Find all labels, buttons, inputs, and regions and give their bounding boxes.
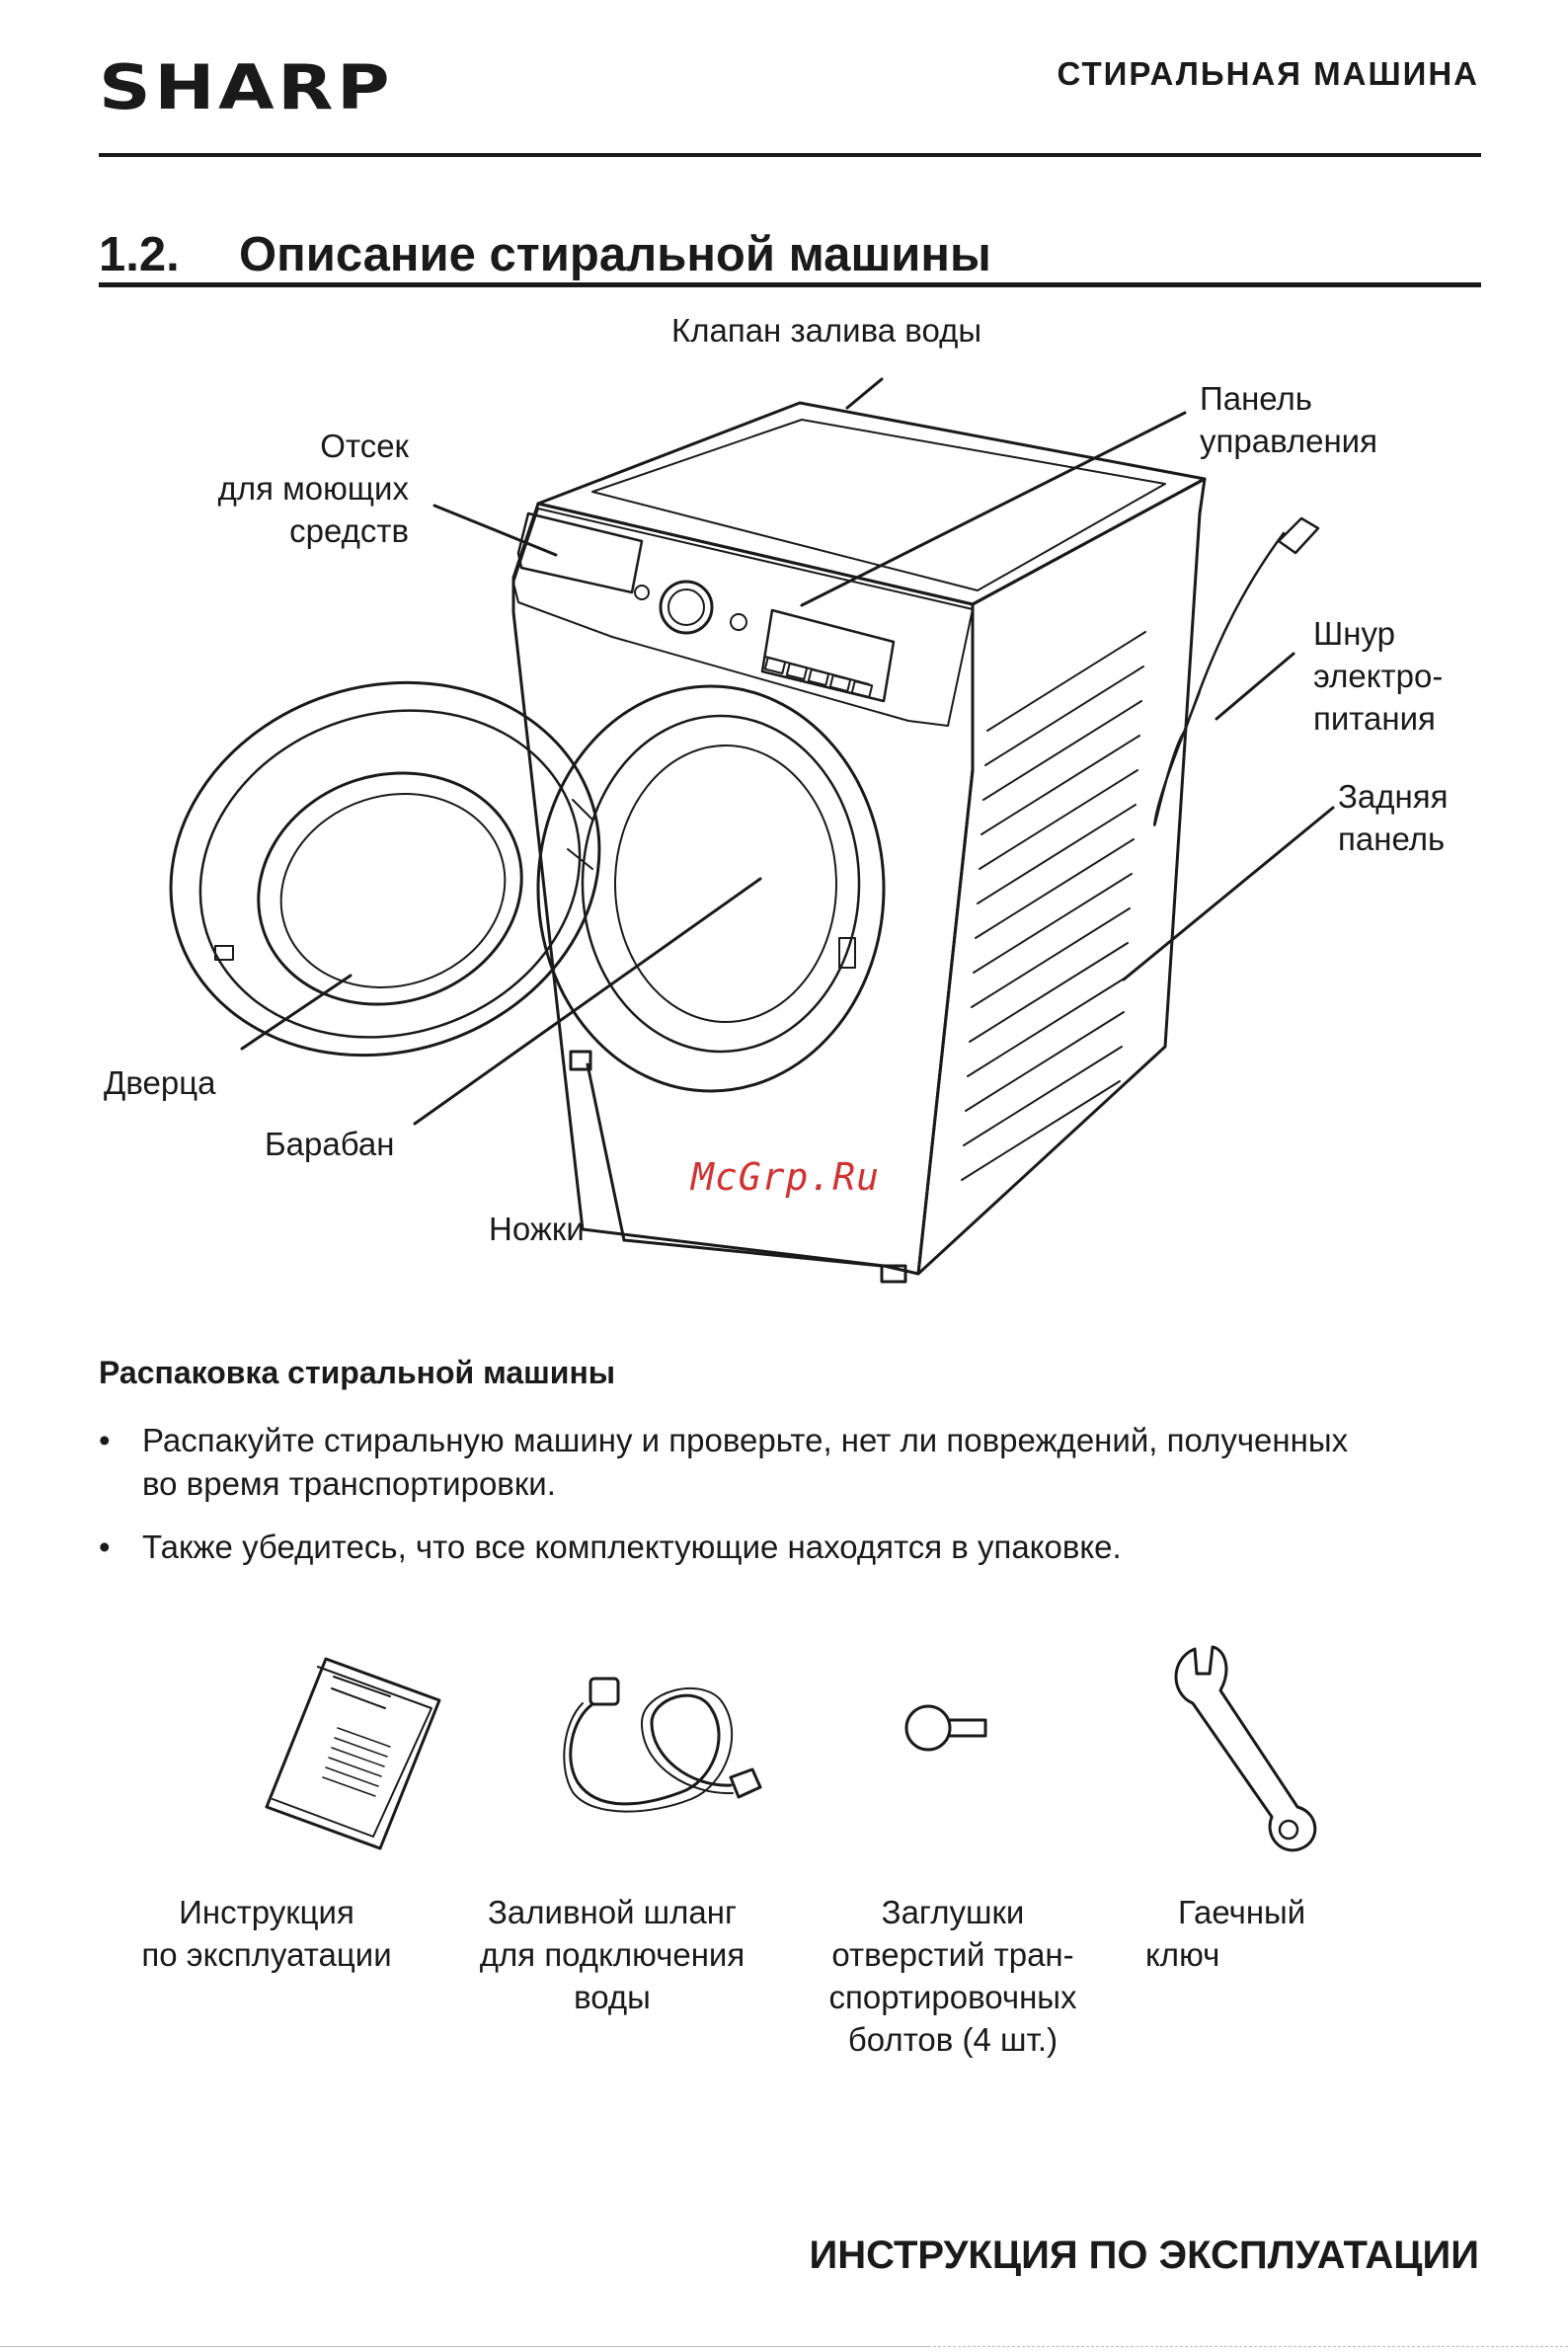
wrench-label: Гаечный ключ (1145, 1891, 1363, 1976)
machine-side (916, 477, 1207, 1276)
bullet-line: Распакуйте стиральную машину и проверьте… (142, 1422, 1349, 1458)
machine-top-inset (591, 419, 1166, 591)
label-control-panel-2: управления (1200, 423, 1377, 459)
unpacking-heading: Распаковка стиральной машины (99, 1355, 616, 1390)
hose-icon (563, 1677, 762, 1813)
watermark: McGrp.Ru (691, 1155, 881, 1199)
plugs-label: Заглушки отверстий тран- спортировочных … (805, 1891, 1101, 2061)
label-detergent-1: Отсек (320, 428, 409, 464)
section-title-text: Описание стиральной машины (239, 228, 991, 281)
plugs-label-line: болтов (4 шт.) (847, 2021, 1058, 2058)
label-cord-1: Шнур (1313, 615, 1395, 652)
bullet-text: Распакуйте стиральную машину и проверьте… (142, 1419, 1485, 1506)
label-back-panel-1: Задняя (1338, 778, 1449, 815)
plug-icon (904, 1704, 987, 1752)
bullet-dot: • (99, 1529, 111, 1565)
manual-label-line: Инструкция (179, 1894, 354, 1930)
door-glass (257, 771, 523, 1006)
hose-label-line: для подключения (479, 1936, 745, 1973)
manual-label-line: по эксплуатации (141, 1936, 392, 1973)
label-cord-2: электро- (1313, 658, 1444, 694)
label-drum: Барабан (265, 1126, 395, 1162)
drum-ring-outer (536, 684, 886, 1093)
label-control-panel-1: Панель (1200, 380, 1313, 417)
wrench-label-line: Гаечный (1178, 1894, 1306, 1930)
label-water-valve: Клапан залива воды (671, 312, 982, 349)
hose-label: Заливной шланг для подключения воды (449, 1891, 775, 2018)
display (760, 608, 896, 703)
drum-ring-inner (581, 714, 861, 1054)
foot-right (880, 1264, 907, 1284)
label-door: Дверца (104, 1064, 216, 1101)
plugs-label-line: спортировочных (828, 1979, 1077, 2015)
bullet-text: Также убедитесь, что все комплектующие н… (142, 1529, 1122, 1565)
footer-title: ИНСТРУКЦИЯ ПО ЭКСПЛУАТАЦИИ (809, 2234, 1479, 2277)
washing-machine-diagram (169, 377, 1335, 1284)
label-back-panel-2: панель (1338, 821, 1446, 857)
header-divider (99, 153, 1481, 157)
page-bottom-line (0, 2346, 928, 2347)
bullet-item: • Распакуйте стиральную машину и проверь… (99, 1419, 1481, 1508)
foot-left (569, 1050, 592, 1071)
hose-label-line: воды (574, 1979, 651, 2015)
document-type: СТИРАЛЬНАЯ МАШИНА (1057, 55, 1479, 92)
door-outer (169, 680, 601, 1058)
accessories-icons (265, 1645, 1317, 1852)
brand-logo: SHARP (99, 51, 394, 123)
power-cord (1153, 531, 1286, 826)
section-title: 1.2. Описание стиральной машины (99, 227, 991, 282)
wrench-icon (1174, 1645, 1317, 1852)
wrench-label-line: ключ (1145, 1936, 1220, 1973)
side-vents (961, 631, 1146, 1181)
section-number: 1.2. (99, 228, 180, 281)
bullet-item: • Также убедитесь, что все комплектующие… (99, 1526, 1481, 1571)
page-bottom-dash (928, 2346, 1568, 2347)
machine-front (511, 502, 975, 1276)
section-divider (99, 282, 1481, 287)
hose-label-line: Заливной шланг (487, 1894, 738, 1930)
manual-label: Инструкция по эксплуатации (118, 1891, 415, 1976)
manual-icon (265, 1657, 441, 1850)
label-detergent-3: средств (289, 512, 409, 549)
program-knob (659, 580, 714, 635)
plugs-label-line: отверстий тран- (831, 1936, 1074, 1973)
bullet-dot: • (99, 1422, 111, 1458)
label-cord-3: питания (1313, 700, 1436, 737)
leader-lines (240, 377, 1335, 1268)
detergent-drawer (516, 511, 644, 594)
label-detergent-2: для моющих (217, 470, 409, 507)
plugs-label-line: Заглушки (881, 1894, 1025, 1930)
label-feet: Ножки (489, 1211, 585, 1247)
bullet-line: во время транспортировки. (142, 1465, 556, 1502)
control-band (512, 508, 974, 727)
